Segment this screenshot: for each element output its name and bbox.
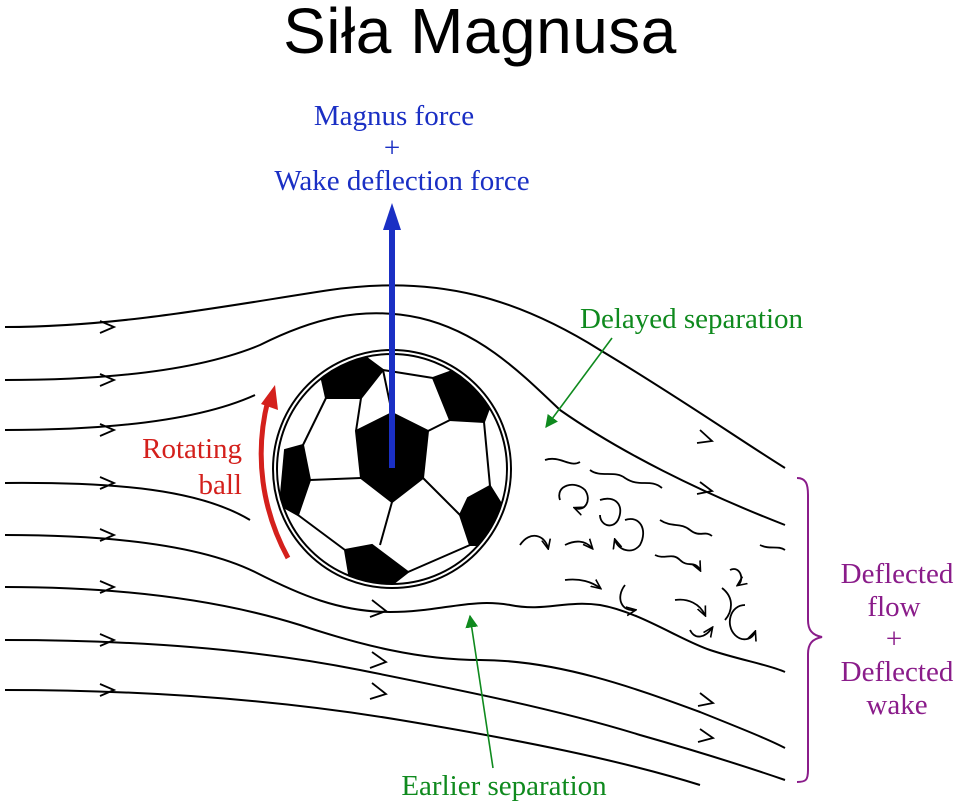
flow-arrowhead [99, 528, 117, 542]
streamline [4, 639, 786, 781]
ball-panel [278, 443, 312, 517]
flow-arrowhead [696, 481, 715, 495]
delayed-separation-pointer [545, 337, 613, 429]
flow-arrowhead [369, 599, 388, 618]
flow-arrowhead [369, 651, 388, 669]
flow-arrowhead [99, 423, 117, 437]
wake-swirl [544, 457, 581, 465]
deflected-label-plus: + [886, 623, 902, 655]
flow-arrowhead [99, 373, 117, 387]
deflected-label-line2: flow [867, 591, 920, 623]
streamlines [4, 284, 786, 786]
streamline [4, 312, 786, 526]
streamline [4, 481, 251, 521]
streamline [4, 689, 701, 786]
flow-arrowhead [99, 580, 117, 594]
flow-arrowhead [697, 692, 716, 707]
earlier-separation-pointer [465, 614, 494, 769]
rotating-label-line2: ball [199, 469, 243, 501]
wake-swirl [659, 519, 713, 537]
flow-arrowhead [369, 682, 388, 700]
earlier-separation-label: Earlier separation [401, 770, 607, 802]
wake-swirl [615, 518, 645, 552]
page-title: Siła Magnusa [283, 0, 677, 67]
separation-pointers [465, 337, 613, 769]
wake-swirl [564, 578, 600, 588]
wake-swirl [654, 554, 700, 570]
deflected-label-line1: Deflected [841, 558, 954, 590]
wake-swirl [728, 604, 755, 639]
wake-swirl [759, 544, 786, 551]
wake-swirl [674, 598, 705, 615]
wake-swirl [558, 483, 589, 509]
wake-swirl [589, 469, 663, 489]
wake-swirl [689, 628, 712, 637]
deflected-label-line4: wake [866, 689, 927, 721]
wake-swirl [721, 587, 732, 621]
wake-swirl [599, 497, 622, 527]
force-label-line2: Wake deflection force [274, 165, 529, 197]
streamline [4, 586, 786, 749]
ball-panel [343, 543, 410, 584]
flow-arrowhead [99, 633, 117, 647]
flow-arrowhead [99, 476, 117, 490]
wake-brace [796, 477, 823, 783]
flow-arrowhead [696, 429, 715, 444]
flow-arrowhead [99, 320, 117, 334]
wake-swirl [564, 542, 592, 548]
force-arrow [383, 203, 401, 468]
streamline [4, 534, 786, 673]
rotating-label-line1: Rotating [142, 433, 242, 465]
flow-arrowheads [99, 320, 716, 743]
flow-arrowhead [99, 683, 117, 697]
streamline [4, 284, 786, 469]
wake-swirl [519, 535, 548, 548]
streamline [4, 394, 256, 431]
delayed-separation-label: Delayed separation [580, 303, 804, 335]
force-label-plus: + [384, 132, 400, 164]
rotation-arrow [258, 385, 291, 560]
turbulent-wake [519, 457, 786, 639]
force-label-line1: Magnus force [314, 100, 474, 132]
wake-swirl [619, 584, 635, 610]
wake-swirl [729, 568, 741, 585]
deflected-label-line3: Deflected [841, 656, 954, 688]
flow-arrowhead [697, 728, 716, 743]
